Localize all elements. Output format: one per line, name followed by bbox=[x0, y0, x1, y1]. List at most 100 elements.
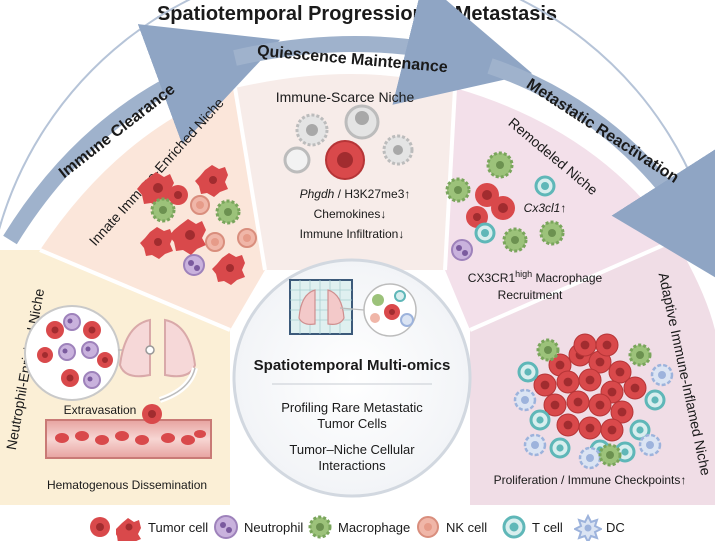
tumor-cell-icon bbox=[533, 373, 557, 397]
tumor-cell-icon bbox=[169, 219, 206, 255]
center-line4: Interactions bbox=[318, 458, 386, 473]
tumor-cell-icon bbox=[97, 352, 113, 368]
nk-cell-icon bbox=[237, 228, 257, 248]
tumor-cell-icon bbox=[623, 376, 647, 400]
neutrophil-icon bbox=[183, 254, 205, 276]
adaptive-niche-cells bbox=[513, 333, 674, 470]
tumor-cell-icon bbox=[491, 196, 515, 220]
tumor-cell-icon bbox=[578, 368, 602, 392]
tumor-cell-icon bbox=[325, 140, 365, 180]
annotation-immune-infiltration: Immune Infiltration↓ bbox=[300, 227, 405, 241]
gray-cell-icon bbox=[295, 113, 329, 147]
tumor-cell-icon bbox=[595, 333, 619, 357]
legend-label-macrophage: Macrophage bbox=[338, 519, 411, 535]
legend-item-macrophage: Macrophage bbox=[306, 512, 410, 542]
innate-niche-cells bbox=[137, 165, 257, 285]
legend-label-neutrophil: Neutrophil bbox=[244, 519, 304, 535]
tumor-cell-icon bbox=[588, 393, 612, 417]
neutrophil-icon bbox=[451, 239, 473, 261]
legend-item-neutrophil: Neutrophil bbox=[212, 512, 303, 542]
t-cell-icon bbox=[534, 175, 556, 197]
tumor-cell-icon bbox=[608, 360, 632, 384]
center-title: Spatiotemporal Multi-omics bbox=[254, 357, 451, 374]
macrophage-icon bbox=[372, 294, 384, 306]
gray-cell-icon bbox=[283, 146, 311, 174]
tumor-cell-icon bbox=[384, 304, 400, 320]
tumor-cell-icon bbox=[168, 185, 188, 205]
tumor-cell-icon bbox=[90, 517, 110, 537]
tumor-cell-icon bbox=[137, 172, 174, 208]
neutrophil-icon bbox=[81, 341, 99, 359]
neutrophil-icon bbox=[63, 313, 81, 331]
tumor-cell-icon bbox=[610, 400, 634, 424]
neutrophil-icon bbox=[58, 343, 76, 361]
tumor-cell-icon bbox=[600, 418, 624, 442]
blood-cells bbox=[55, 430, 206, 445]
tumor-cell-spiky-icon bbox=[116, 518, 141, 541]
annotation-chemokines: Chemokines↓ bbox=[314, 207, 387, 221]
niche-scarce: Immune-Scarce Niche bbox=[276, 89, 415, 105]
nk-cell-icon bbox=[417, 516, 439, 538]
tumor-cell-icon bbox=[142, 404, 162, 424]
t-cell-icon bbox=[644, 389, 666, 411]
dc-icon bbox=[513, 388, 537, 412]
tumor-cell-icon bbox=[37, 347, 53, 363]
tumor-cell-icon bbox=[140, 227, 173, 259]
tumor-cell-icon bbox=[466, 206, 488, 228]
outer-arc-band bbox=[0, 0, 715, 246]
tumor-cell-icon bbox=[475, 183, 499, 207]
annotation-extravasation: Extravasation bbox=[64, 403, 137, 417]
legend: Tumor cell Neutrophil Macrophage NK cell… bbox=[0, 506, 715, 550]
cx3cr1: CX3CR1 bbox=[468, 271, 516, 285]
t-cell-icon bbox=[549, 437, 571, 459]
tissue-slide-icon bbox=[289, 279, 353, 335]
t-cell-icon bbox=[502, 515, 526, 539]
macrophage-icon bbox=[486, 151, 514, 179]
macrophage-icon bbox=[628, 343, 652, 367]
legend-label-tumor: Tumor cell bbox=[148, 519, 209, 535]
arrow-immune-clearance bbox=[3, 24, 281, 245]
legend-item-tcell: T cell bbox=[500, 512, 563, 542]
center-line1: Profiling Rare Metastatic bbox=[281, 400, 423, 415]
t-cell-icon bbox=[394, 290, 406, 302]
lung-icon bbox=[118, 318, 197, 378]
t-cell-icon bbox=[517, 361, 539, 383]
tumor-cell-icon bbox=[83, 321, 101, 339]
center-line3: Tumor–Niche Cellular bbox=[289, 442, 415, 457]
arrow-reactivation bbox=[487, 58, 715, 289]
dc-icon bbox=[578, 446, 602, 470]
dc-icon bbox=[400, 313, 414, 327]
macrophage-icon bbox=[150, 197, 176, 223]
macrophage-icon bbox=[598, 443, 622, 467]
tumor-cell-icon bbox=[212, 253, 245, 285]
remodeled-niche-cells bbox=[445, 151, 565, 261]
tumor-cell-icon bbox=[556, 370, 580, 394]
nk-cell-icon bbox=[370, 313, 380, 323]
nk-cell-icon bbox=[190, 195, 210, 215]
center-line2: Tumor Cells bbox=[317, 416, 387, 431]
tumor-cell-icon bbox=[566, 390, 590, 414]
legend-label-tcell: T cell bbox=[532, 519, 563, 535]
dc-icon bbox=[574, 513, 602, 541]
tumor-cell-icon bbox=[573, 333, 597, 357]
dc-icon bbox=[523, 433, 547, 457]
nk-cell-icon bbox=[205, 232, 225, 252]
macrophage-icon bbox=[536, 338, 560, 362]
scarce-niche-cells bbox=[283, 104, 414, 180]
neutrophil-icon bbox=[83, 371, 101, 389]
arrow-quiescence bbox=[233, 0, 533, 105]
neutrophil-niche-art bbox=[24, 305, 212, 459]
macrophage-icon bbox=[539, 220, 565, 246]
tumor-cell-icon bbox=[543, 393, 567, 417]
neutrophil-icon bbox=[214, 515, 238, 539]
annotation-cx3cl1: Cx3cl1↑ bbox=[524, 201, 567, 215]
macrophage-icon bbox=[215, 199, 241, 225]
macrophage-icon bbox=[502, 227, 528, 253]
gray-cell-icon bbox=[344, 104, 380, 140]
legend-item-nk: NK cell bbox=[414, 512, 487, 542]
macrophage-icon bbox=[445, 177, 471, 203]
legend-item-tumor: Tumor cell bbox=[88, 512, 208, 542]
legend-item-dc: DC bbox=[574, 512, 625, 542]
legend-label-dc: DC bbox=[606, 519, 625, 535]
annotation-proliferation: Proliferation / Immune Checkpoints↑ bbox=[494, 473, 687, 487]
